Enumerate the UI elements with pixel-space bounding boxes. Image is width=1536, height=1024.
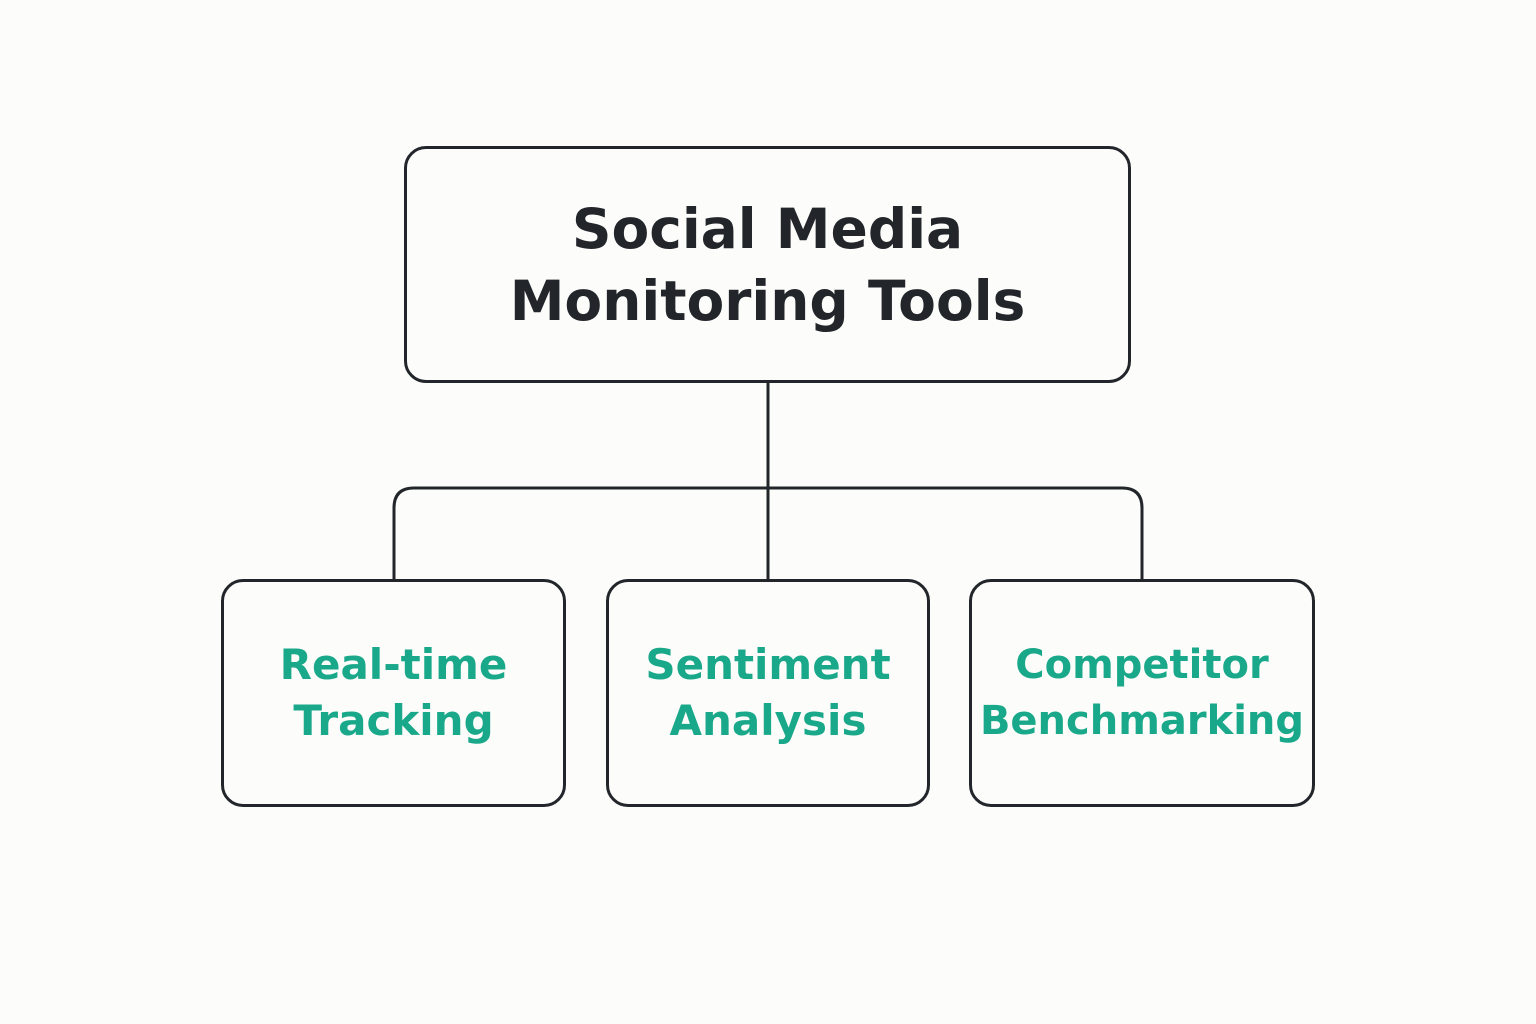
child-label-line-1: Sentiment — [645, 640, 891, 689]
child-label-line-2: Tracking — [293, 696, 494, 745]
child-label-line-2: Benchmarking — [979, 698, 1305, 744]
child-label-line-1: Real-time — [279, 640, 508, 689]
child-node-sentiment-analysis: Sentiment Analysis — [606, 579, 930, 807]
child-node-competitor-benchmarking: Competitor Benchmarking — [969, 579, 1315, 807]
child-label-line-1: Competitor — [1015, 642, 1269, 688]
root-title-line-1: Social Media — [571, 196, 964, 261]
child-label-line-2: Analysis — [669, 696, 867, 745]
branch-connector — [392, 486, 1144, 579]
child-node-real-time-tracking: Real-time Tracking — [221, 579, 566, 807]
root-title-line-2: Monitoring Tools — [509, 268, 1026, 333]
root-node: Social Media Monitoring Tools — [404, 146, 1131, 383]
